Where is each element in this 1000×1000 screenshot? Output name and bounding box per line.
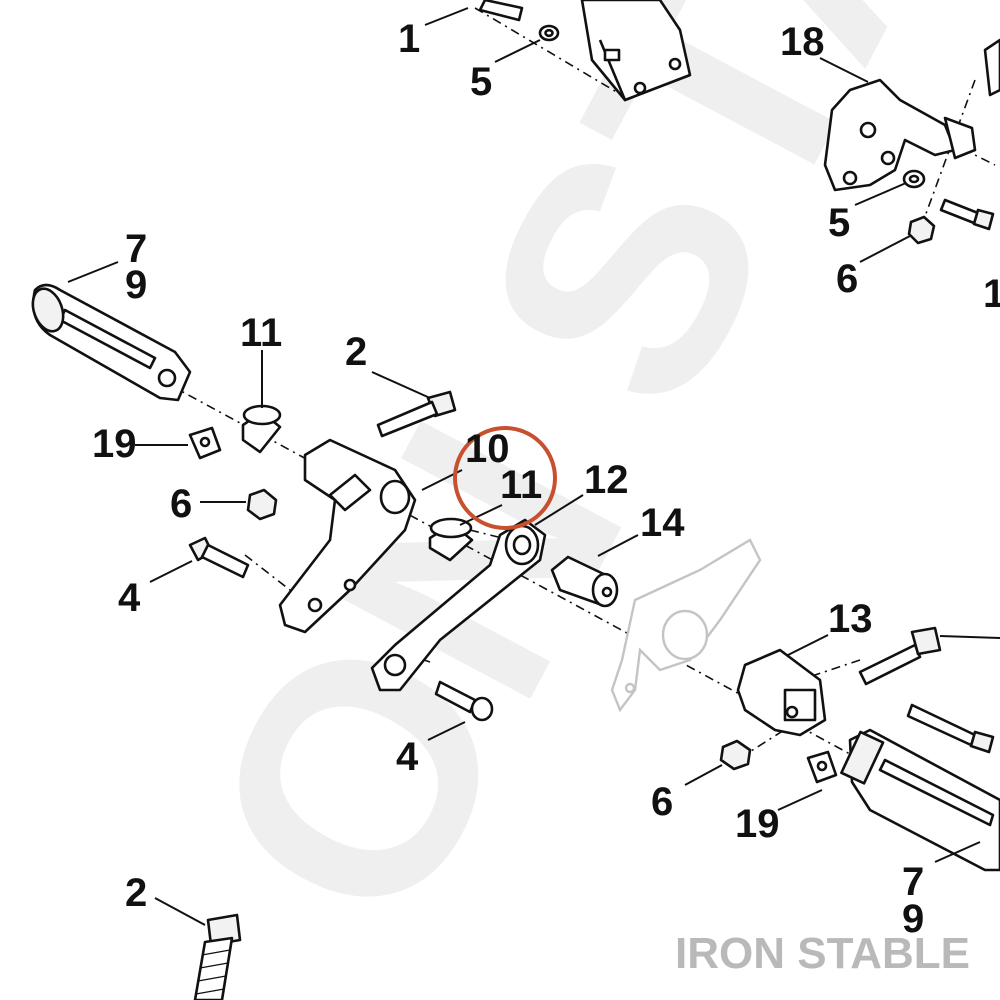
callout-9-right: 9 bbox=[902, 897, 924, 941]
top-bolt bbox=[478, 0, 524, 22]
callout-4-mid: 4 bbox=[396, 735, 419, 779]
bottom-bolt-2 bbox=[193, 913, 242, 1000]
center-sleeve-14 bbox=[550, 555, 619, 608]
callout-5-right: 5 bbox=[828, 201, 850, 245]
callout-6-left: 6 bbox=[170, 482, 192, 526]
upper-right-bracket bbox=[823, 78, 977, 192]
center-link-arm bbox=[370, 518, 547, 692]
callout-6-low: 6 bbox=[651, 780, 673, 824]
callout-13: 13 bbox=[828, 597, 873, 641]
left-clip-19 bbox=[188, 426, 222, 460]
callout-12: 12 bbox=[584, 458, 629, 502]
top-washer bbox=[538, 24, 560, 42]
callout-9-left: 9 bbox=[125, 263, 147, 307]
right-clevis-13 bbox=[736, 648, 827, 737]
left-footpeg bbox=[31, 283, 192, 402]
callout-4-left: 4 bbox=[118, 576, 141, 620]
callout-11-mid: 11 bbox=[500, 463, 542, 507]
callout-5-top: 5 bbox=[470, 60, 492, 104]
callout-10: 10 bbox=[465, 427, 510, 471]
upper-right-screw bbox=[939, 198, 995, 231]
callout-7-left: 7 bbox=[125, 227, 147, 271]
callout-19-low: 19 bbox=[735, 802, 780, 846]
right-clip-19 bbox=[806, 750, 838, 784]
faded-shift-lever bbox=[610, 538, 762, 713]
callout-1-right: 1 bbox=[983, 272, 1000, 316]
leader-lines bbox=[67, 7, 1000, 926]
callout-2-bottom: 2 bbox=[125, 871, 147, 915]
left-pivot-arm bbox=[278, 438, 417, 634]
highlight-circle bbox=[453, 426, 557, 530]
left-nut-6 bbox=[246, 488, 278, 521]
callout-6-right: 6 bbox=[836, 257, 858, 301]
watermark-text: IRON STABLE bbox=[675, 929, 970, 978]
callout-2-top: 2 bbox=[345, 330, 367, 374]
left-bolt-4 bbox=[188, 536, 250, 579]
callout-18: 18 bbox=[780, 20, 825, 64]
callout-labels: 1 5 18 5 6 1 7 9 11 2 19 10 11 12 14 6 4… bbox=[92, 17, 1000, 941]
callout-1-top: 1 bbox=[398, 17, 420, 61]
upper-bolt-2 bbox=[376, 390, 457, 438]
callout-14: 14 bbox=[640, 501, 685, 545]
callout-11-top: 11 bbox=[240, 311, 282, 355]
callout-7-right: 7 bbox=[902, 860, 924, 904]
upper-right-washer bbox=[902, 169, 926, 189]
callout-19-left: 19 bbox=[92, 422, 137, 466]
right-nut-6 bbox=[719, 739, 752, 771]
top-mount-bracket bbox=[580, 0, 692, 102]
lower-bolt-4 bbox=[434, 680, 494, 722]
left-bushing-upper bbox=[241, 404, 282, 454]
right-bolt-upper bbox=[858, 626, 942, 686]
upper-right-bolt bbox=[983, 38, 1000, 97]
upper-right-nut bbox=[907, 215, 936, 245]
right-footpeg bbox=[840, 728, 1000, 872]
right-screw-mid bbox=[906, 703, 995, 754]
